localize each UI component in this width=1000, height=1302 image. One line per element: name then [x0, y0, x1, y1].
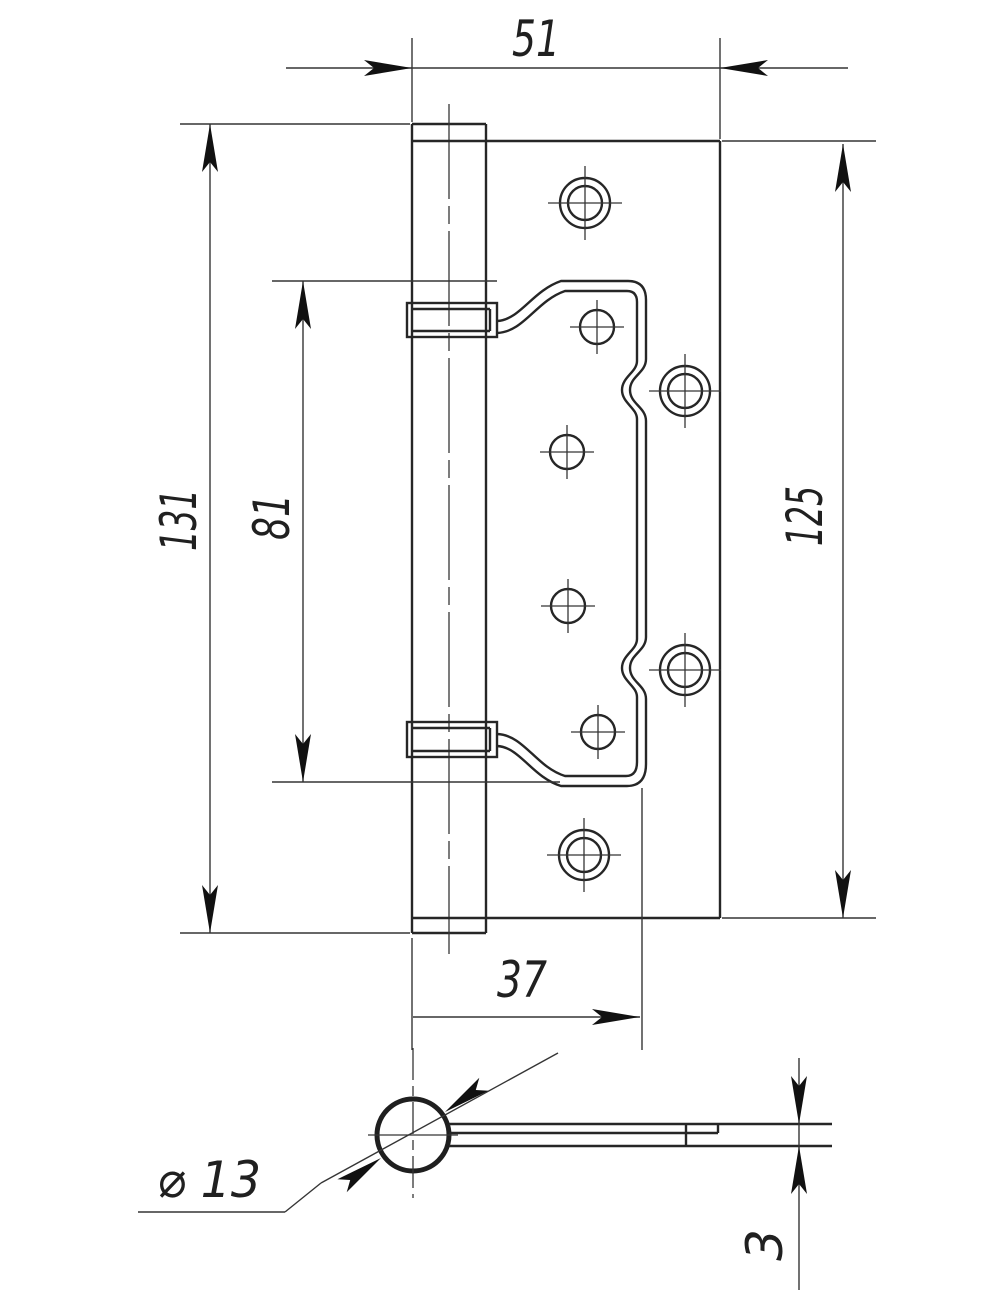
countersunk-hole: [649, 354, 721, 428]
dim-barrel-diameter-label: ⌀ 13: [157, 1151, 261, 1209]
pilot-hole: [570, 300, 624, 354]
arrowhead: [202, 124, 218, 172]
section-view: ⌀ 13 3: [138, 1048, 832, 1290]
countersunk-hole: [547, 818, 621, 892]
dimension-inner-leaf-height: 81: [243, 280, 560, 783]
back-leaf-plate: [412, 139, 722, 920]
dimension-overall-height: 131: [150, 123, 410, 934]
pilot-hole: [571, 705, 625, 759]
lower-clamp-bracket: [405, 720, 499, 759]
arrowhead: [364, 60, 412, 76]
arrowhead: [295, 281, 311, 329]
arrowhead: [835, 144, 851, 192]
dimension-plate-height: 125: [722, 140, 876, 919]
barrel-section: [368, 1048, 458, 1198]
arrowhead: [295, 734, 311, 782]
dimension-overall-width: 51: [286, 10, 848, 139]
front-leaf-contour: [496, 279, 648, 788]
upper-clamp-bracket: [405, 301, 499, 339]
arrowhead: [791, 1076, 807, 1124]
arrowhead: [592, 1009, 640, 1025]
dimension-barrel-diameter: ⌀ 13: [138, 1052, 559, 1213]
arrowhead: [445, 1077, 489, 1112]
dim-overall-width-label: 51: [512, 10, 560, 68]
countersunk-hole: [649, 633, 721, 707]
dim-leaf-thickness-label: 3: [736, 1229, 794, 1261]
screw-holes: [540, 166, 721, 892]
dim-plate-height-label: 125: [776, 486, 834, 546]
pilot-hole: [540, 425, 594, 479]
hinge-barrel: [410, 104, 488, 954]
clamp-brackets: [405, 301, 499, 759]
arrowhead: [337, 1158, 381, 1193]
dim-overall-height-label: 131: [150, 489, 208, 551]
leaf-section: [449, 1122, 832, 1148]
arrowhead: [202, 885, 218, 933]
countersunk-hole: [548, 166, 622, 240]
dimension-leaf-width: 37: [411, 788, 643, 1050]
front-view: 51 131 81 125: [150, 10, 876, 1050]
arrowhead: [835, 870, 851, 918]
dimension-leaf-thickness: 3: [736, 1058, 807, 1290]
arrowhead: [720, 60, 768, 76]
arrowhead: [791, 1146, 807, 1194]
pilot-hole: [541, 579, 595, 633]
dim-leaf-width-label: 37: [497, 951, 547, 1009]
dim-inner-leaf-height-label: 81: [243, 494, 301, 540]
